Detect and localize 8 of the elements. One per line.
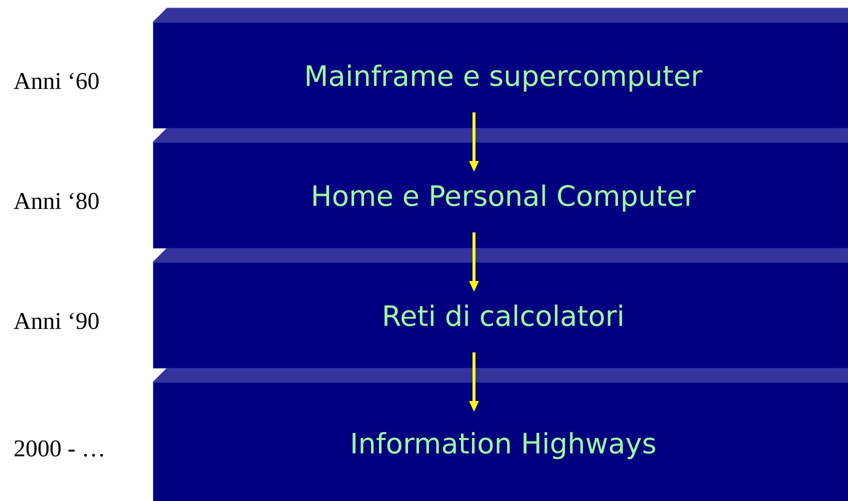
band-box: Home e Personal Computer <box>153 142 848 248</box>
period-label: 2000 - … <box>14 440 103 457</box>
band-box: Reti di calcolatori <box>153 262 848 368</box>
period-label: Anni ‘60 <box>14 72 99 90</box>
band-box: Information Highways <box>153 382 848 501</box>
period-label: Anni ‘80 <box>14 192 99 210</box>
period-label: Anni ‘90 <box>14 312 99 330</box>
band-box: Mainframe e supercomputer <box>153 22 848 128</box>
